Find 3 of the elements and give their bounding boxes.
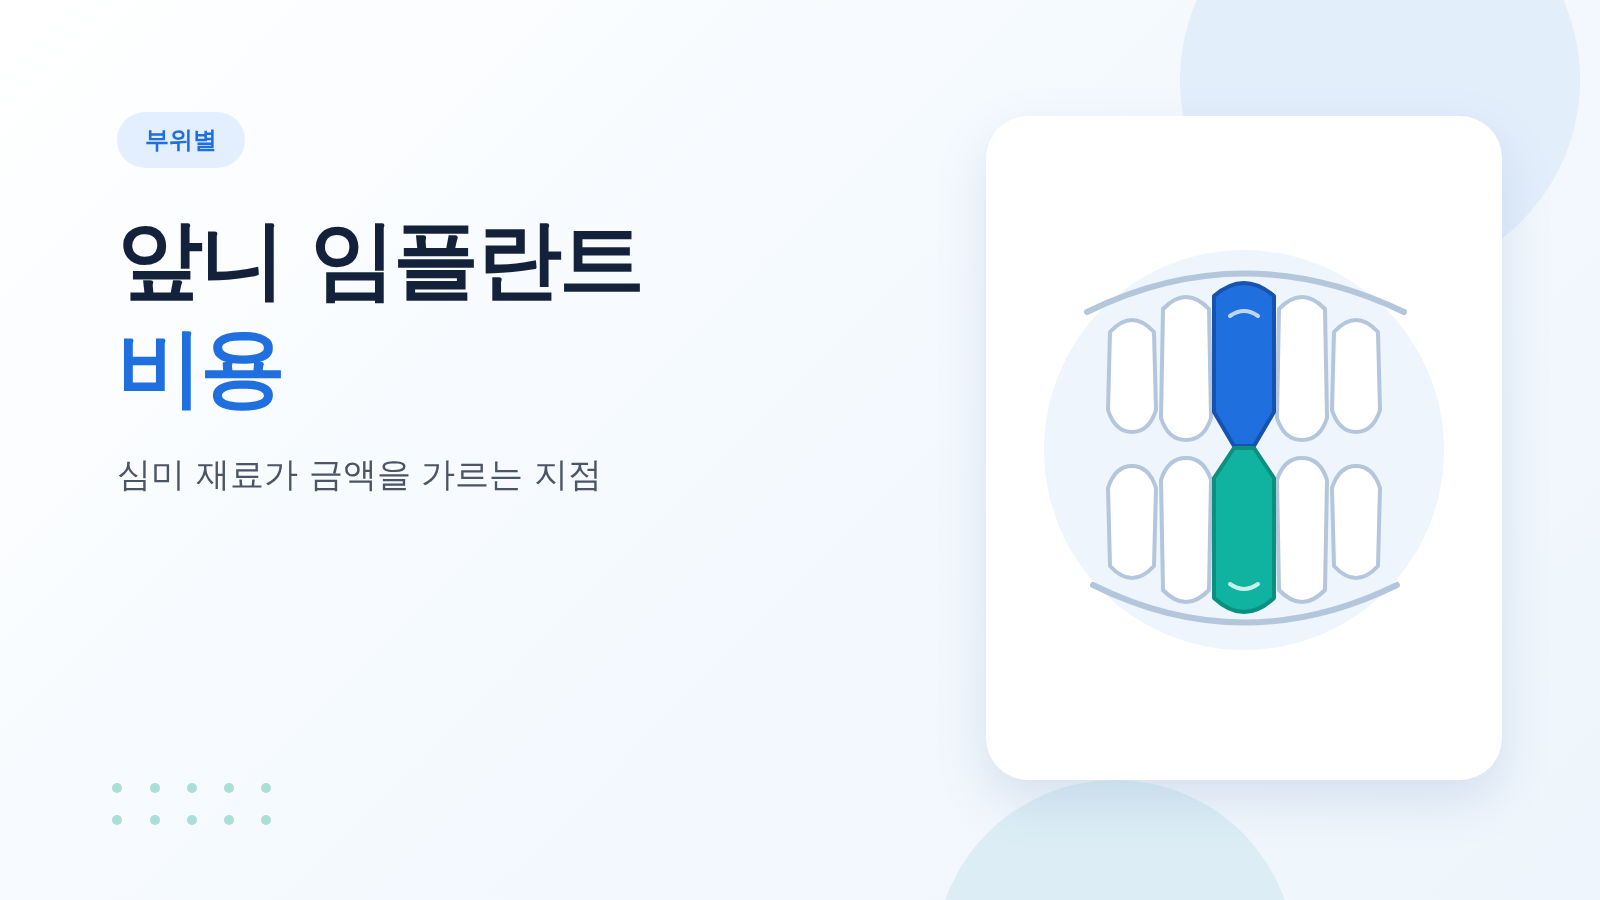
category-badge: 부위별 — [117, 112, 245, 168]
title: 앞니 임플란트 비용 — [117, 208, 642, 419]
subtitle: 심미 재료가 금액을 가르는 지점 — [117, 453, 603, 496]
